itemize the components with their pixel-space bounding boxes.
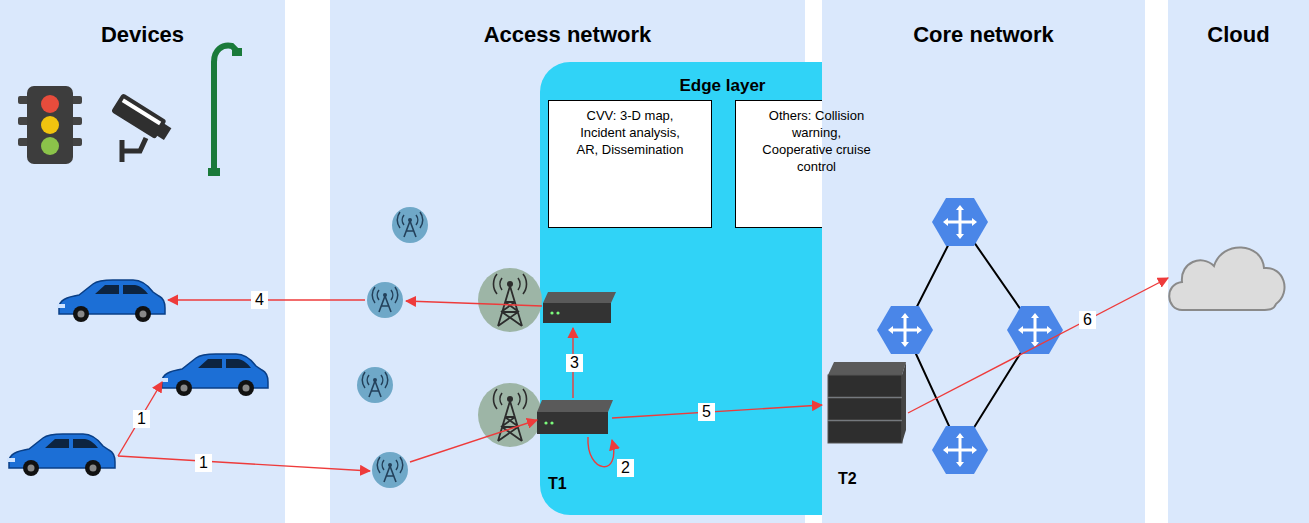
node-text: Access network (330, 22, 805, 48)
node-text: Core network (822, 22, 1145, 48)
callout-number: 6 (1079, 311, 1096, 329)
node-text: Devices (0, 22, 285, 48)
node-text: Cloud (1168, 22, 1309, 48)
callout-number: 1 (133, 410, 150, 428)
callout-number: 1 (195, 454, 212, 472)
callout-number: 2 (617, 459, 634, 477)
node-text: Edge layer (540, 76, 905, 96)
service-box: CVV: 3-D map, Incident analysis, AR, Dis… (548, 100, 712, 228)
node-text: T2 (838, 470, 857, 488)
callout-number: 3 (566, 354, 583, 372)
node-text: Others: Collision warning, Cooperative c… (758, 107, 875, 175)
callout-number: 4 (251, 291, 268, 309)
node-text: CVV: 3-D map, Incident analysis, AR, Dis… (571, 107, 689, 158)
node-text: T1 (548, 475, 567, 493)
callout-number: 5 (698, 403, 715, 421)
